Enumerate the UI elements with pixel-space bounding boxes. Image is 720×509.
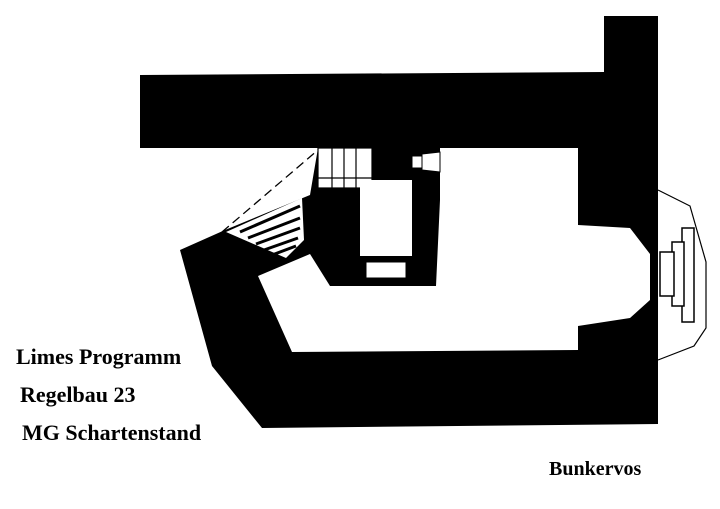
inner-block bbox=[360, 180, 412, 256]
caption-type: Regelbau 23 bbox=[20, 382, 136, 407]
dashed-line bbox=[221, 149, 319, 233]
loophole-steps bbox=[239, 204, 301, 257]
interior-room bbox=[258, 148, 650, 352]
inner-small-block bbox=[365, 261, 407, 279]
caption-description: MG Schartenstand bbox=[22, 420, 202, 445]
credit-label: Bunkervos bbox=[549, 458, 642, 480]
mg-symbol bbox=[411, 151, 441, 173]
embrasure-outline bbox=[657, 189, 707, 361]
embrasure-frame bbox=[659, 227, 695, 323]
caption-program: Limes Programm bbox=[16, 344, 182, 369]
